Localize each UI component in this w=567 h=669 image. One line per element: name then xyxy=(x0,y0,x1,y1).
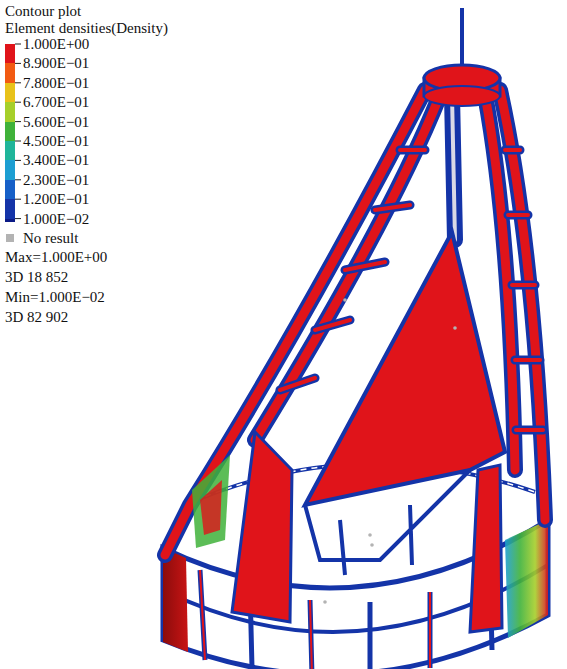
tick-mark xyxy=(15,44,21,45)
extreme-value: Min=1.000E−02 xyxy=(5,290,105,305)
legend-value: No result xyxy=(23,231,78,246)
color-band xyxy=(5,44,15,63)
stray-elements xyxy=(323,298,457,604)
result-type: Element densities(Density) xyxy=(5,21,168,36)
legend-value: 3.400E−01 xyxy=(23,153,89,168)
legend-value: 4.500E−01 xyxy=(23,134,89,149)
color-band xyxy=(5,83,15,102)
top-cap xyxy=(424,8,500,106)
legend-value: 1.000E+00 xyxy=(23,37,89,52)
legend-value: 1.000E−02 xyxy=(23,212,89,227)
legend-value: 8.900E−01 xyxy=(23,56,89,71)
tick-mark xyxy=(15,160,21,161)
legend-value: 1.200E−01 xyxy=(23,192,89,207)
color-bar-ticks xyxy=(15,44,21,219)
tick-mark xyxy=(15,141,21,142)
red-panels xyxy=(192,232,505,632)
color-band xyxy=(5,122,15,141)
no-result-swatch xyxy=(6,234,14,242)
legend-value: 5.600E−01 xyxy=(23,115,89,130)
tick-mark xyxy=(15,121,21,122)
color-band xyxy=(5,160,15,179)
legend-value: 7.800E−01 xyxy=(23,76,89,91)
legend-value: 2.300E−01 xyxy=(23,173,89,188)
extreme-value: 3D 18 852 xyxy=(5,270,68,285)
tick-mark xyxy=(15,82,21,83)
tick-mark xyxy=(15,179,21,180)
color-band xyxy=(5,180,15,199)
color-band xyxy=(5,219,15,222)
tick-mark xyxy=(15,63,21,64)
tick-mark xyxy=(15,218,21,219)
tick-mark xyxy=(15,199,21,200)
color-band xyxy=(5,63,15,82)
plot-title: Contour plot xyxy=(5,4,81,19)
extreme-value: 3D 82 902 xyxy=(5,310,68,325)
color-band xyxy=(5,102,15,121)
color-band xyxy=(5,141,15,160)
tick-mark xyxy=(15,102,21,103)
color-band xyxy=(5,199,15,218)
extreme-value: Max=1.000E+00 xyxy=(5,250,107,265)
legend-value: 6.700E−01 xyxy=(23,95,89,110)
